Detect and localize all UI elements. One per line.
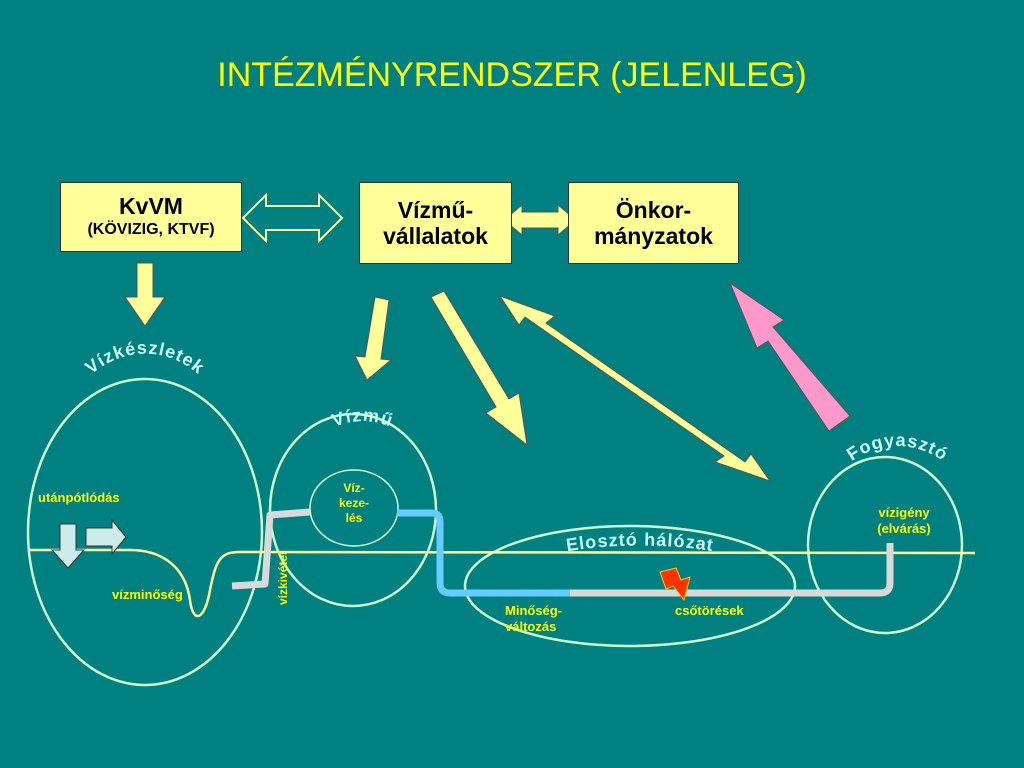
viz-kezeles-ellipse xyxy=(309,469,399,547)
viz-kezeles-line3: lés xyxy=(345,511,363,525)
vizkeszletek-ellipse xyxy=(26,377,264,687)
page-title: INTÉZMÉNYRENDSZER (JELENLEG) xyxy=(217,56,807,94)
vizmu-vallalatok-to-vizmu-arrow xyxy=(354,296,393,381)
fogyaszto-ellipse xyxy=(806,455,964,635)
pipe-break-lightning-icon xyxy=(659,567,691,602)
distribution-pipe xyxy=(570,543,894,597)
vizkivetel-label: vízkivétel xyxy=(276,552,290,605)
vizmu-vallalatok-box: Vízmű- vállalatok xyxy=(359,182,512,264)
recharge-down-arrow xyxy=(50,523,86,569)
vizmu-vallalatok-to-halozat-arrow xyxy=(430,290,528,447)
kvvm-box: KvVM (KÖVIZIG, KTVF) xyxy=(60,182,242,252)
vizigeny-line1: vízigény xyxy=(878,505,930,520)
vizmu-vallalatok-line1: Vízmű- xyxy=(397,197,474,223)
onkormanyzatok-line2: mányzatok xyxy=(594,223,713,249)
kvvm-vizmu-double-arrow xyxy=(241,192,344,244)
intake-pipe xyxy=(231,508,311,590)
kvvm-title: KvVM xyxy=(119,193,183,219)
utanpotlodas-label: utánpótlódás xyxy=(38,490,120,505)
viz-kezeles-line2: keze- xyxy=(338,496,370,510)
vizmu-vallalatok-line2: vállalatok xyxy=(383,223,488,249)
onkormanyzatok-box: Önkor- mányzatok xyxy=(568,182,739,264)
recharge-right-arrow xyxy=(85,518,127,556)
minoseg-valtozas-line2: változás xyxy=(505,619,557,634)
vizigeny-line2: (elvárás) xyxy=(877,521,931,536)
kvvm-down-arrow xyxy=(124,262,166,327)
vizmu-onkormanyzat-double-arrow xyxy=(503,203,577,237)
vizkeszletek-title: Vízkészletek xyxy=(81,338,208,378)
vizigeny-label: vízigény (elvárás) xyxy=(862,505,946,537)
water-level-line xyxy=(30,548,976,618)
minoseg-valtozas-label: Minőség- változás xyxy=(505,603,562,635)
minoseg-valtozas-line1: Minőség- xyxy=(505,603,563,618)
onkormanyzatok-line1: Önkor- xyxy=(615,197,692,223)
vizmu-vallalatok-fogyaszto-double-arrow xyxy=(498,295,772,482)
viz-kezeles-line1: Víz- xyxy=(343,481,365,495)
vizminoseg-label: vízminőség xyxy=(112,587,183,602)
vizmu-title: Vízmű xyxy=(329,405,396,431)
treated-water-pipe xyxy=(397,509,570,597)
kvvm-subtitle: (KÖVIZIG, KTVF) xyxy=(87,221,215,238)
viz-kezeles-label: Víz- keze- lés xyxy=(320,481,388,526)
fogyaszto-to-onkormanyzat-arrow xyxy=(728,281,851,432)
csotoresek-label: csőtörések xyxy=(675,603,744,618)
eloszto-halozat-ellipse xyxy=(463,524,797,648)
